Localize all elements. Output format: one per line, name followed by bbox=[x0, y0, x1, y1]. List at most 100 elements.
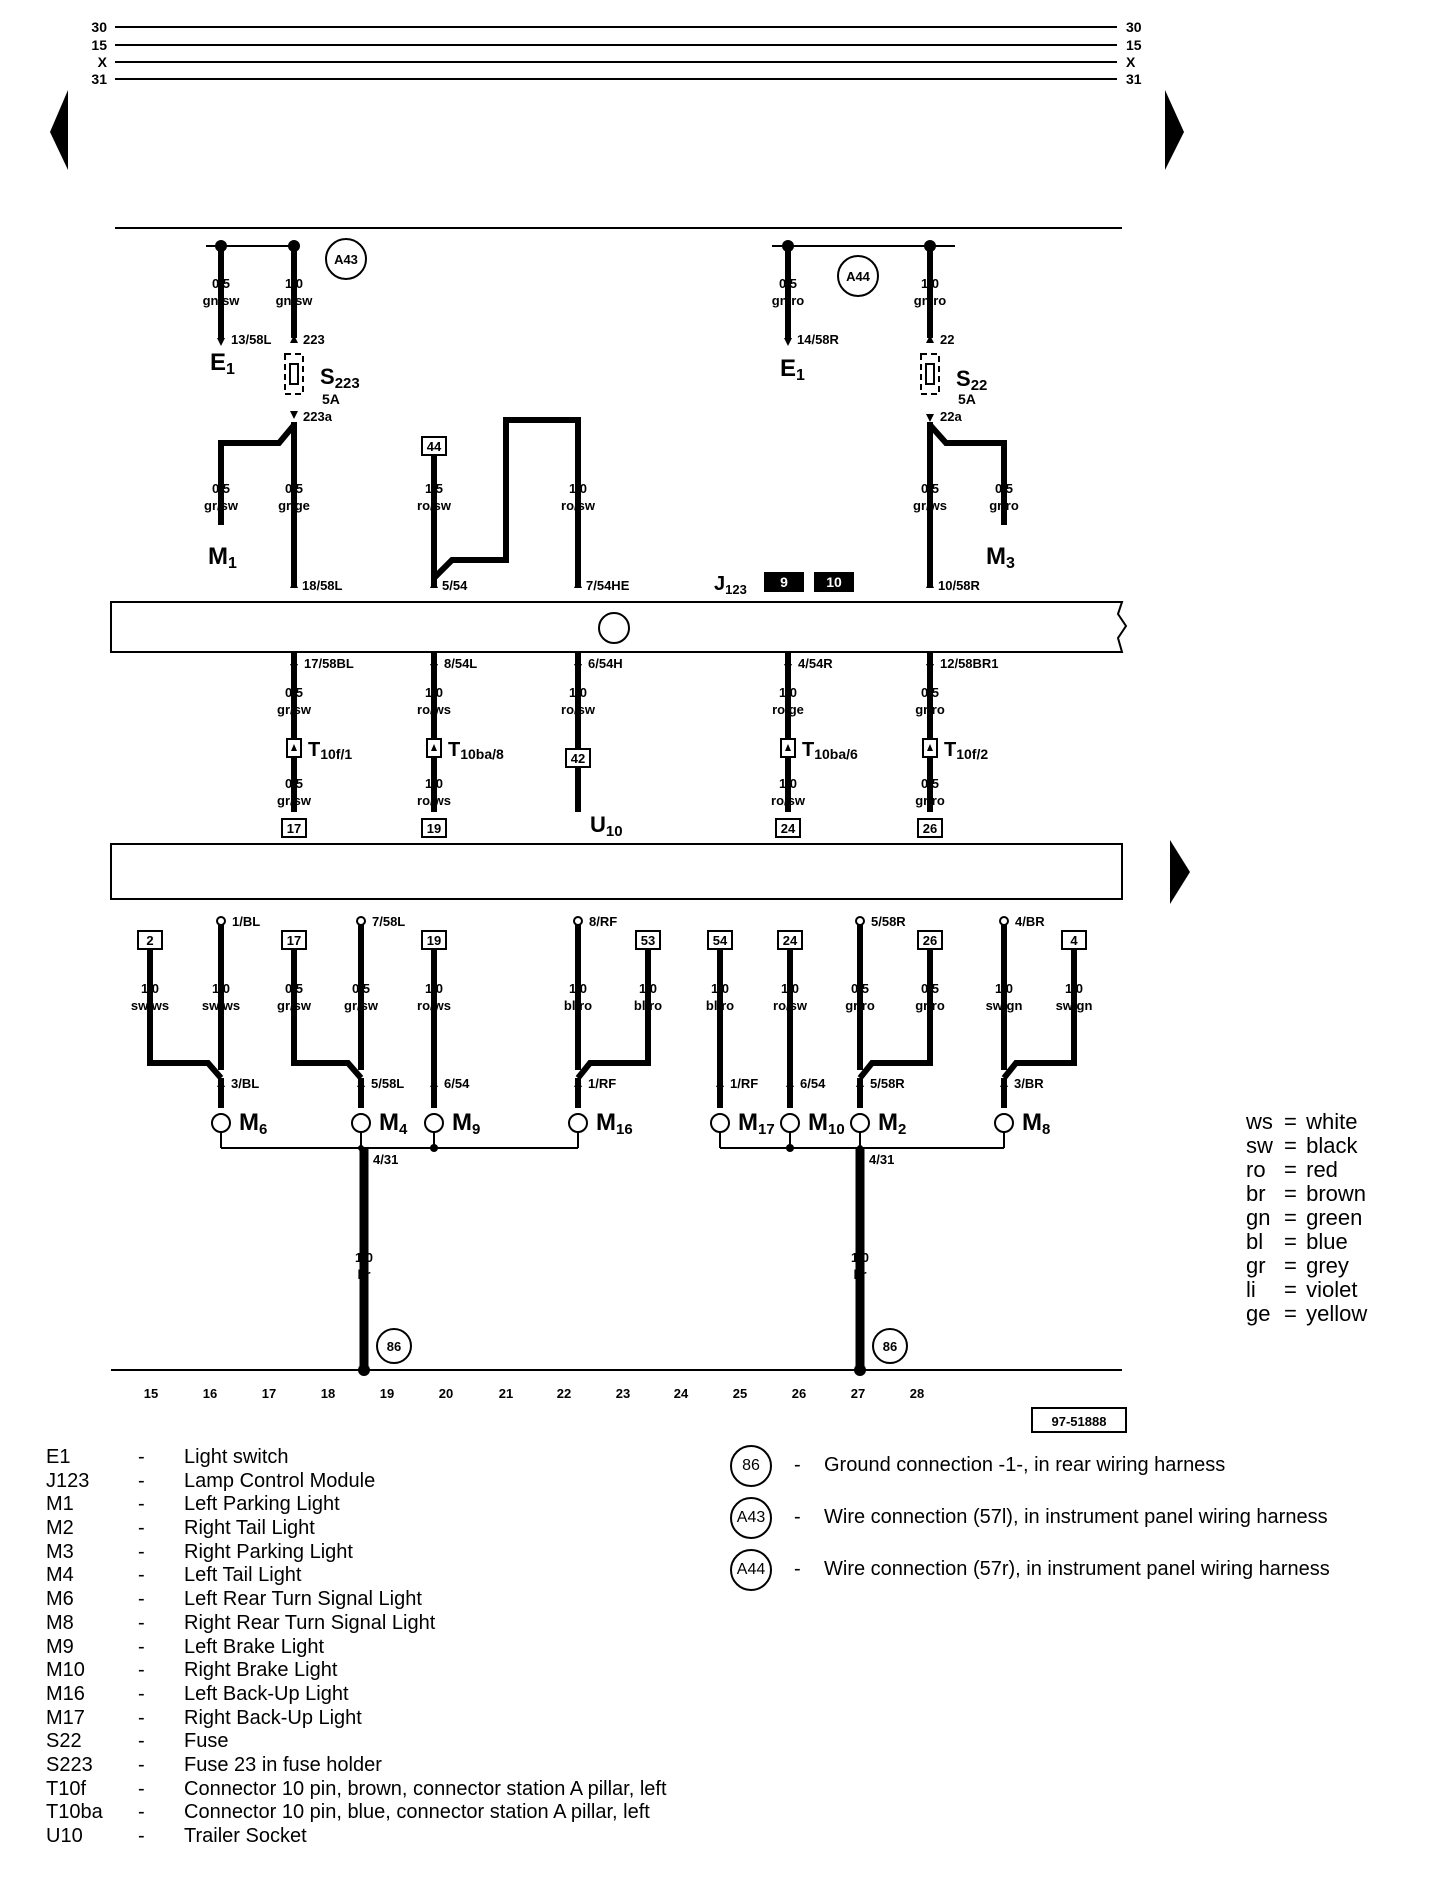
arrow-up bbox=[574, 1079, 582, 1087]
wire-size: 1,0 bbox=[779, 685, 797, 700]
part-code: M1 bbox=[46, 1493, 74, 1516]
part-desc: Left Brake Light bbox=[184, 1635, 325, 1658]
dash: - bbox=[138, 1635, 145, 1658]
dash: - bbox=[794, 1506, 801, 1529]
wire-color: gr/sw bbox=[277, 998, 312, 1013]
j123-box-10 bbox=[814, 572, 854, 592]
track-number: 23 bbox=[616, 1386, 630, 1401]
color-legend-row: ws= white bbox=[1246, 1110, 1367, 1134]
part-desc: Lamp Control Module bbox=[184, 1469, 376, 1492]
bus-label-left: X bbox=[98, 54, 108, 70]
wire-color: gr/ro bbox=[989, 498, 1019, 513]
lower-box-24-text: 24 bbox=[783, 933, 798, 948]
part-desc: Left Parking Light bbox=[184, 1493, 340, 1516]
wire-bl-ro bbox=[575, 950, 651, 1080]
dash: - bbox=[138, 1801, 145, 1824]
fuse-rating: 5A bbox=[958, 391, 976, 407]
terminal-label: 17/58BL bbox=[304, 656, 354, 671]
terminal-label: 6/54 bbox=[800, 1076, 826, 1091]
connection-desc: Ground connection -1-, in rear wiring ha… bbox=[824, 1454, 1226, 1477]
arrow-up bbox=[716, 1079, 724, 1087]
color-abbr: ge bbox=[1246, 1301, 1271, 1326]
lower-box-53 bbox=[635, 930, 661, 950]
track-number: 27 bbox=[851, 1386, 865, 1401]
equals-sign: = bbox=[1284, 1277, 1297, 1302]
arrow-up bbox=[430, 1079, 438, 1087]
fuse-element bbox=[925, 363, 935, 385]
arrow-up bbox=[290, 580, 298, 588]
junction-dot bbox=[857, 1145, 863, 1151]
track-number: 24 bbox=[674, 1386, 689, 1401]
part-code: M3 bbox=[46, 1540, 74, 1563]
lower-box-4 bbox=[1061, 930, 1087, 950]
part-desc: Left Rear Turn Signal Light bbox=[184, 1588, 422, 1611]
color-abbr: gr bbox=[1246, 1253, 1266, 1278]
arrow-down bbox=[290, 411, 298, 419]
equals-sign: = bbox=[1284, 1205, 1297, 1230]
lower-box-4-text: 4 bbox=[1070, 933, 1078, 948]
bus-label-right: X bbox=[1126, 54, 1136, 70]
color-abbr: sw bbox=[1246, 1133, 1273, 1158]
parts-legend-row: M16-Left Back-Up Light bbox=[46, 1683, 667, 1707]
wire-size: 0,5 bbox=[921, 685, 939, 700]
track-number: 28 bbox=[910, 1386, 924, 1401]
wire-color: sw/gn bbox=[986, 998, 1023, 1013]
lower-box-19-text: 19 bbox=[427, 933, 441, 948]
socket-terminal bbox=[216, 916, 226, 926]
lamp-symbol bbox=[780, 1113, 800, 1133]
box-26 bbox=[917, 818, 943, 838]
junction-dot bbox=[924, 240, 936, 252]
j123-box-9 bbox=[764, 572, 804, 592]
parts-legend-row: M10-Right Brake Light bbox=[46, 1659, 667, 1683]
connection-legend-row: A44-Wire connection (57r), in instrument… bbox=[730, 1544, 1330, 1596]
equals-sign: = bbox=[1284, 1133, 1297, 1158]
color-legend-row: ro= red bbox=[1246, 1158, 1367, 1182]
color-name: violet bbox=[1306, 1277, 1358, 1302]
lamp-symbol bbox=[850, 1113, 870, 1133]
junction-dot bbox=[786, 1144, 794, 1152]
wire-size: 0,5 bbox=[921, 481, 939, 496]
wire-size: 1,0 bbox=[212, 981, 230, 996]
dash: - bbox=[794, 1558, 801, 1581]
part-code: J123 bbox=[46, 1469, 90, 1492]
arrow-up bbox=[217, 1079, 225, 1087]
connector-label: T10ba/8 bbox=[448, 739, 504, 762]
wire-color: ro/ge bbox=[772, 702, 804, 717]
color-name: yellow bbox=[1306, 1301, 1368, 1326]
wire-size: 1,0 bbox=[355, 1250, 373, 1265]
lamp-label-M10: M10 bbox=[808, 1109, 845, 1138]
connection-legend: 86-Ground connection -1-, in rear wiring… bbox=[730, 1440, 1330, 1596]
arrow-up bbox=[856, 1079, 864, 1087]
terminal-label: 4/31 bbox=[869, 1152, 894, 1167]
u10-trailer-socket bbox=[110, 843, 1123, 900]
dash: - bbox=[794, 1454, 801, 1477]
junction-dot bbox=[854, 1364, 866, 1376]
track-number: 19 bbox=[380, 1386, 394, 1401]
parts-legend-row: M8-Right Rear Turn Signal Light bbox=[46, 1612, 667, 1636]
wire-color: ro/ws bbox=[417, 702, 451, 717]
color-name: grey bbox=[1306, 1253, 1349, 1278]
dash: - bbox=[138, 1730, 145, 1753]
dash: - bbox=[138, 1469, 145, 1492]
lamp-symbol bbox=[424, 1113, 444, 1133]
color-abbr: br bbox=[1246, 1181, 1266, 1206]
box-42-text: 42 bbox=[571, 751, 585, 766]
arrow-up bbox=[357, 1079, 365, 1087]
terminal-label: 13/58L bbox=[231, 332, 272, 347]
arrow-up bbox=[926, 335, 934, 343]
wire-size: 0,5 bbox=[212, 276, 230, 291]
part-code: M2 bbox=[46, 1517, 74, 1540]
color-legend-row: br= brown bbox=[1246, 1182, 1367, 1206]
track-number: 20 bbox=[439, 1386, 453, 1401]
connector-label: T10f/1 bbox=[308, 739, 352, 762]
part-code: M16 bbox=[46, 1682, 85, 1705]
dash: - bbox=[138, 1659, 145, 1682]
fuse-rating: 5A bbox=[322, 391, 340, 407]
terminal-label: 4/54R bbox=[798, 656, 833, 671]
wire-color: ro/sw bbox=[417, 498, 452, 513]
box-19 bbox=[421, 818, 447, 838]
connection-code: A44 bbox=[730, 1549, 772, 1591]
m1-label: M1 bbox=[208, 543, 237, 572]
